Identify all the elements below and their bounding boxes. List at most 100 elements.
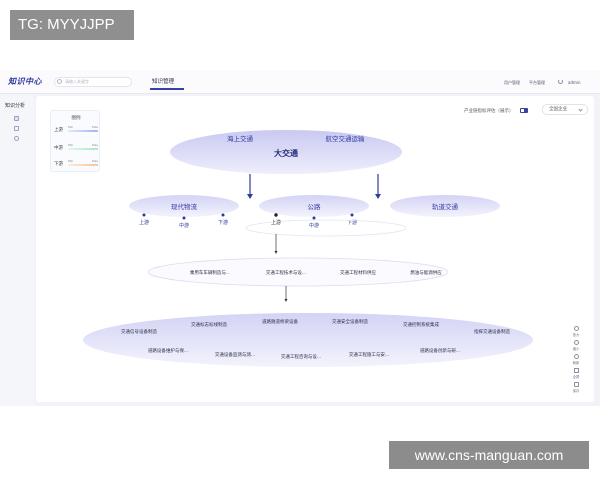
node-maritime-label: 海上交通 <box>227 134 254 143</box>
logistics-upstream-dot <box>142 213 146 217</box>
indicator-toggle[interactable] <box>520 108 528 113</box>
legend-title: 图例 <box>71 116 81 121</box>
highway-midstream-dot <box>312 216 316 220</box>
logistics-upstream-label: 上游 <box>139 219 149 226</box>
refresh-label: 刷新 <box>572 361 580 365</box>
industry-chain-diagram: 大交通 海上交通 航空交通运输 现代物流 公路 轨道交通 上游 中游 下游 上游 <box>83 130 533 367</box>
fullscreen-label: 全屏 <box>572 375 580 379</box>
chevron-down-icon <box>578 107 583 112</box>
legend: 图例 上游 Min Max 中游 Min Max 下游 Min Max <box>50 110 100 172</box>
logistics-midstream-label: 中游 <box>179 222 189 229</box>
legend-label: 上游 <box>54 128 63 133</box>
node-rail-transit[interactable] <box>390 195 500 217</box>
platform-management-link[interactable]: 平台管理 <box>529 80 545 85</box>
save-icon <box>573 382 579 387</box>
legend-max: Max <box>92 125 99 129</box>
level4-top-3[interactable]: 交通安全设备制造 <box>332 318 368 325</box>
refresh-button[interactable]: 刷新 <box>569 354 583 368</box>
logistics-downstream-dot <box>221 213 225 217</box>
user-management-link[interactable]: 用户管理 <box>504 80 520 85</box>
arrow-head-rail <box>375 194 381 199</box>
level4-top-1[interactable]: 交通标志标线制造 <box>191 321 227 328</box>
level4-bottom-2[interactable]: 交通工程咨询与设... <box>281 353 321 360</box>
refresh-icon <box>573 354 579 359</box>
node-group-level3[interactable] <box>147 257 449 287</box>
search-input[interactable]: 请输入关键字 <box>54 77 132 87</box>
save-button[interactable]: 保存 <box>569 382 583 396</box>
user-menu[interactable]: admin <box>568 80 581 85</box>
sidebar: 知识分析 <box>0 94 34 406</box>
level4-top-2[interactable]: 道路隧道桥梁设备 <box>262 318 298 325</box>
level4-bottom-0[interactable]: 道路设备维护与保... <box>148 347 188 354</box>
highway-upstream-group <box>245 219 407 237</box>
node-aviation-label: 航空交通运输 <box>326 134 366 143</box>
refresh-icon[interactable] <box>558 79 563 84</box>
indicator-toggle-label: 产业链指标评估（展示） <box>464 109 514 114</box>
app-logo[interactable]: 知识中心 <box>8 77 42 86</box>
highway-downstream-dot <box>350 213 354 217</box>
save-label: 保存 <box>572 389 580 393</box>
app-window: 知识中心 请输入关键字 知识管理 用户管理 平台管理 admin 知识分析 <box>0 70 600 406</box>
node-big-transport-label: 大交通 <box>274 148 298 158</box>
level3-item-1[interactable]: 交通工程技术与设... <box>266 269 306 276</box>
legend-row-upstream: 上游 Min Max <box>54 125 100 135</box>
scope-select-value: 全国企业 <box>549 107 567 112</box>
legend-min: Min <box>68 125 74 129</box>
logistics-midstream-dot <box>182 216 186 220</box>
legend-gradient-bar <box>68 164 98 166</box>
logistics-downstream-label: 下游 <box>218 219 228 226</box>
highway-upstream-dot <box>274 213 278 217</box>
fullscreen-icon <box>573 368 579 373</box>
level4-bottom-1[interactable]: 交通设备监测与测... <box>215 351 255 358</box>
zoom-in-button[interactable]: 放大 <box>569 326 583 340</box>
level4-bottom-4[interactable]: 道路设备创新与研... <box>420 347 460 354</box>
node-highway[interactable] <box>259 195 369 217</box>
arrow-head-level3 <box>274 251 278 254</box>
legend-row-downstream: 下游 Min Max <box>54 159 100 169</box>
zoom-out-icon <box>573 340 579 345</box>
node-highway-label: 公路 <box>308 202 322 211</box>
legend-min: Min <box>68 143 74 147</box>
level3-item-0[interactable]: 乘用车车辆制造与... <box>190 269 230 276</box>
search-icon <box>57 79 62 84</box>
sidebar-item-list-icon[interactable] <box>14 126 19 131</box>
scope-select[interactable]: 全国企业 <box>542 104 588 115</box>
legend-row-midstream: 中游 Min Max <box>54 143 100 153</box>
node-rail-transit-label: 轨道交通 <box>432 202 459 211</box>
top-bar: 知识中心 请输入关键字 知识管理 用户管理 平台管理 admin <box>0 70 600 94</box>
arrow-head-level4 <box>284 299 288 302</box>
legend-gradient-bar <box>68 148 98 150</box>
highway-downstream-label: 下游 <box>347 219 357 226</box>
legend-label: 中游 <box>54 146 63 151</box>
highway-upstream-label: 上游 <box>271 219 281 226</box>
highway-midstream-label: 中游 <box>309 222 319 229</box>
active-tab-indicator <box>150 88 184 90</box>
graph-panel: 大交通 海上交通 航空交通运输 现代物流 公路 轨道交通 上游 中游 下游 上游 <box>36 96 594 402</box>
legend-min: Min <box>68 159 74 163</box>
legend-max: Max <box>92 159 99 163</box>
zoom-out-label: 缩小 <box>572 347 580 351</box>
fullscreen-button[interactable]: 全屏 <box>569 368 583 382</box>
level4-top-5[interactable]: 指挥交通设备制造 <box>474 328 510 335</box>
sidebar-item-chart-icon[interactable] <box>14 116 19 121</box>
node-modern-logistics-label: 现代物流 <box>171 202 198 211</box>
level3-item-3[interactable]: 燃油与能源供应 <box>410 269 442 276</box>
watermark-bottom: www.cns-manguan.com <box>389 441 589 469</box>
level4-top-0[interactable]: 交通信号设备制造 <box>121 328 157 335</box>
search-placeholder: 请输入关键字 <box>65 79 89 84</box>
zoom-out-button[interactable]: 缩小 <box>569 340 583 354</box>
node-big-transport[interactable] <box>170 130 402 174</box>
level4-top-4[interactable]: 交通控制系统集成 <box>403 321 439 328</box>
tab-knowledge-management[interactable]: 知识管理 <box>152 79 175 85</box>
legend-label: 下游 <box>54 162 63 167</box>
legend-gradient-bar <box>68 130 98 132</box>
arrow-head-logistics <box>247 194 253 199</box>
sidebar-title: 知识分析 <box>5 103 26 109</box>
node-group-level4[interactable] <box>83 313 533 367</box>
zoom-in-icon <box>573 326 579 331</box>
sidebar-item-settings-icon[interactable] <box>14 136 19 141</box>
watermark-top: TG: MYYJJPP <box>10 10 134 40</box>
node-modern-logistics[interactable] <box>129 195 239 217</box>
level4-bottom-3[interactable]: 交通工程施工与安... <box>349 351 389 358</box>
level3-item-2[interactable]: 交通工程材料供应 <box>340 269 376 276</box>
